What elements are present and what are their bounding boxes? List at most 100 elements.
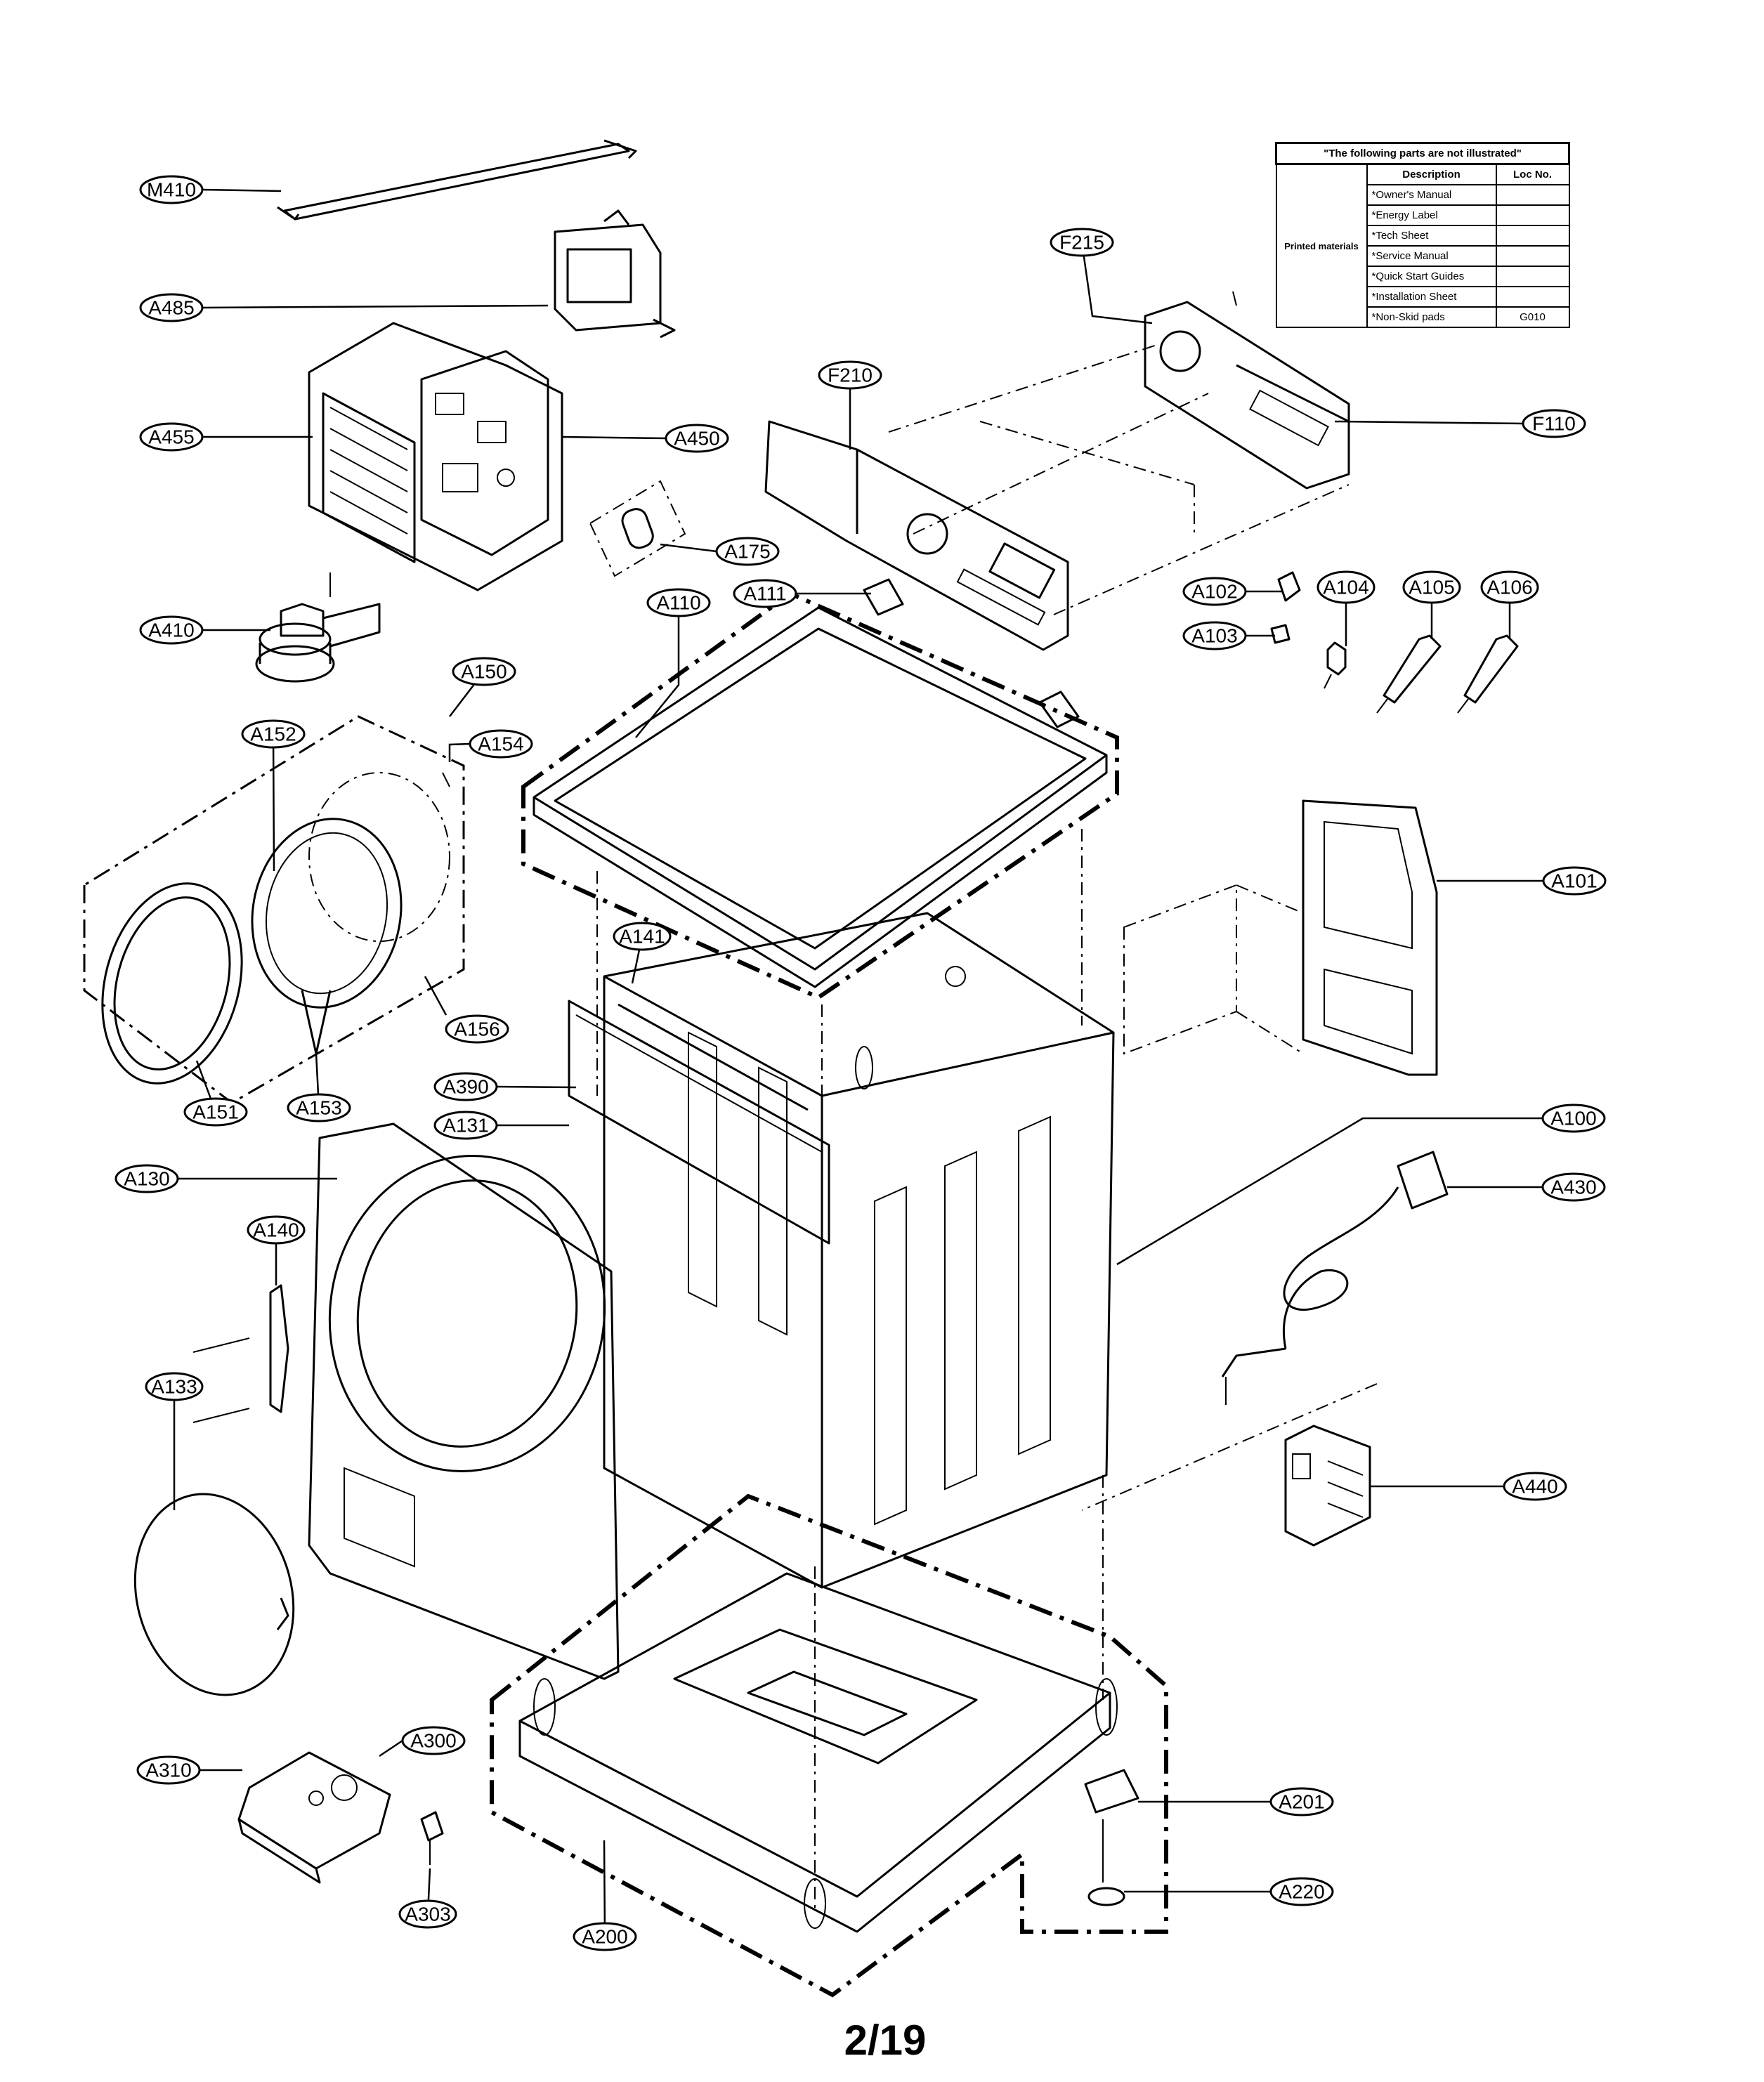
row-description: *Quick Start Guides <box>1366 266 1497 287</box>
callout-label: A140 <box>253 1219 299 1241</box>
row-loc <box>1495 204 1570 226</box>
callout-label: A152 <box>250 724 296 745</box>
callout-a175: A175 <box>715 537 780 566</box>
callout-label: A156 <box>454 1019 499 1040</box>
row-description: *Tech Sheet <box>1366 225 1497 247</box>
row-description: *Energy Label <box>1366 204 1497 226</box>
row-description: *Non-Skid pads <box>1366 306 1497 328</box>
callout-a485: A485 <box>139 293 204 322</box>
callout-label: F210 <box>828 365 873 386</box>
table-row: *Owner's Manual <box>1276 184 1570 206</box>
callout-label: A102 <box>1191 581 1237 603</box>
a440-part-drawing <box>1081 1383 1378 1547</box>
callout-label: A303 <box>405 1904 450 1925</box>
callout-label: A300 <box>410 1730 456 1752</box>
callout-label: A105 <box>1409 577 1454 598</box>
callout-a156: A156 <box>445 1014 509 1044</box>
callout-a104: A104 <box>1317 570 1376 604</box>
callout-a151: A151 <box>183 1097 248 1127</box>
callout-label: F215 <box>1059 232 1104 254</box>
callout-label: M410 <box>147 179 196 201</box>
callout-a102: A102 <box>1182 577 1247 606</box>
callout-a440: A440 <box>1503 1472 1567 1501</box>
column-header-loc: Loc No. <box>1495 163 1570 185</box>
a130-front-panel-drawing <box>192 1122 620 1680</box>
callout-label: A133 <box>151 1376 197 1398</box>
callout-label: A175 <box>724 541 770 563</box>
callout-label: A141 <box>619 926 665 948</box>
callout-label: A410 <box>148 620 194 641</box>
callout-a101: A101 <box>1542 866 1607 896</box>
callout-a310: A310 <box>136 1755 201 1785</box>
callout-label: A153 <box>296 1097 341 1119</box>
callout-label: A154 <box>478 733 523 755</box>
callout-a103: A103 <box>1182 621 1247 650</box>
callout-a450: A450 <box>665 424 729 453</box>
callout-label: A201 <box>1279 1791 1324 1813</box>
callout-a106: A106 <box>1480 570 1539 604</box>
callout-a303: A303 <box>398 1899 457 1929</box>
vertical-projection-lines <box>596 829 1104 1911</box>
callout-label: A100 <box>1550 1108 1596 1130</box>
callout-label: A455 <box>148 426 194 448</box>
table-row: *Tech Sheet <box>1276 225 1570 247</box>
callout-a220: A220 <box>1269 1877 1334 1906</box>
row-loc <box>1495 184 1570 206</box>
a200-base-drawing <box>490 1493 1168 1998</box>
callout-label: A110 <box>656 592 700 614</box>
callout-a430: A430 <box>1541 1172 1606 1202</box>
row-loc <box>1495 225 1570 247</box>
callout-a100: A100 <box>1541 1104 1606 1133</box>
callout-a152: A152 <box>241 719 306 749</box>
a150-door-assembly-drawing <box>83 715 465 1104</box>
callout-a150: A150 <box>452 657 516 686</box>
a175-part-drawing <box>589 480 686 577</box>
callout-m410: M410 <box>139 175 204 204</box>
f210-control-panel-drawing <box>764 420 1069 651</box>
callout-label: A104 <box>1323 577 1368 598</box>
callout-a200: A200 <box>573 1922 637 1951</box>
callout-f210: F210 <box>818 360 882 390</box>
not-illustrated-parts-table: "The following parts are not illustrated… <box>1275 142 1570 328</box>
row-loc <box>1495 245 1570 267</box>
callout-a153: A153 <box>287 1093 351 1122</box>
row-loc <box>1495 286 1570 308</box>
callout-label: A310 <box>145 1760 191 1781</box>
callout-a130: A130 <box>115 1164 179 1193</box>
table-group-label: Printed materials <box>1275 163 1368 328</box>
row-description: *Installation Sheet <box>1366 286 1497 308</box>
callout-label: A111 <box>743 583 786 605</box>
callout-a410: A410 <box>139 615 204 645</box>
callout-f215: F215 <box>1050 228 1114 257</box>
panel-projection-lines <box>888 343 1350 615</box>
a100-cabinet-drawing <box>568 912 1115 1589</box>
callout-a455: A455 <box>139 422 204 452</box>
callout-label: A150 <box>461 661 507 683</box>
callout-a110: A110 <box>646 588 711 617</box>
table-row: *Service Manual <box>1276 245 1570 267</box>
row-description: *Owner's Manual <box>1366 184 1497 206</box>
callout-label: A220 <box>1279 1881 1324 1903</box>
callout-label: A200 <box>582 1926 627 1948</box>
table-caption-row: "The following parts are not illustrated… <box>1275 142 1570 165</box>
table-row: *Non-Skid pads G010 <box>1276 306 1570 328</box>
row-loc <box>1495 266 1570 287</box>
callout-a111: A111 <box>733 579 797 608</box>
row-description: *Service Manual <box>1366 245 1497 267</box>
callout-label: A130 <box>124 1168 169 1190</box>
part-drawings <box>83 139 1519 1998</box>
callout-a141: A141 <box>613 922 672 951</box>
callout-label: A485 <box>148 297 194 319</box>
a455-a450-board-drawing <box>308 322 563 591</box>
callout-a201: A201 <box>1269 1787 1334 1816</box>
a133-ring-drawing <box>133 1493 295 1696</box>
page-number: 2/19 <box>844 2017 927 2064</box>
callout-label: A106 <box>1487 577 1532 598</box>
table-row: *Energy Label <box>1276 204 1570 226</box>
callout-a300: A300 <box>401 1726 466 1755</box>
callout-f110: F110 <box>1522 409 1586 438</box>
callout-label: A103 <box>1191 625 1237 647</box>
callout-label: A151 <box>192 1101 238 1123</box>
callout-a133: A133 <box>145 1372 204 1401</box>
callout-a154: A154 <box>469 729 533 759</box>
